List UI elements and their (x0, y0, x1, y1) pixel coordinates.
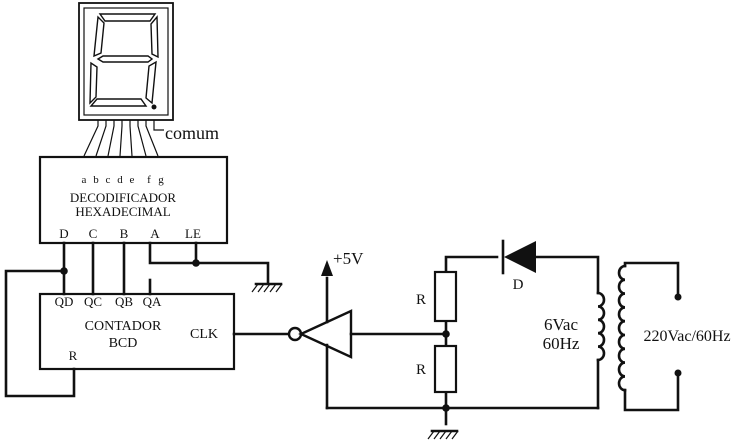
decoder-pin-a-label: a (82, 174, 87, 186)
common-pin-label: comum (165, 123, 219, 143)
counter-reset-label: R (69, 348, 78, 363)
ground-icon-supply (427, 429, 459, 440)
junction-divider (442, 330, 450, 338)
counter-output-qd-label: QD (55, 294, 74, 309)
decoder-input-labels: D C B A LE (59, 226, 201, 241)
decoder-pin-g-label: g (158, 174, 164, 186)
segment-c-icon (145, 60, 157, 105)
diode-icon (501, 239, 536, 275)
decoder-input-d-label: D (59, 226, 68, 241)
counter-title-line1: CONTADOR (85, 319, 162, 334)
segment-f-icon (93, 15, 105, 58)
terminal-bottom-icon (674, 369, 682, 377)
counter-output-qc-label: QC (84, 294, 102, 309)
decoder-pin-d-label: d (117, 174, 123, 186)
segment-g-icon (96, 55, 154, 63)
segment-e-icon (89, 61, 98, 105)
decoder-input-b-label: B (120, 226, 129, 241)
segment-d-icon (89, 98, 148, 107)
resistor-bottom-label: R (416, 362, 426, 378)
decoder-input-c-label: C (89, 226, 98, 241)
decoder-box (38, 155, 229, 245)
seven-segment-display (78, 2, 174, 121)
counter-output-labels: QD QC QB QA (55, 294, 162, 309)
resistor-bottom-icon (433, 344, 458, 394)
junction-le (192, 259, 200, 267)
counter-box (38, 292, 236, 371)
transformer-icon (596, 261, 680, 412)
decoder-pin-f-label: f (147, 174, 151, 186)
ground-icon-logic (251, 282, 283, 293)
diode-label: D (513, 277, 524, 293)
primary-voltage-label: 220Vac/60Hz (643, 328, 730, 345)
decoder-segment-pin-labels: a b c d e f g (82, 174, 165, 186)
decoder-input-a-label: A (150, 226, 160, 241)
decoder-pin-b-label: b (93, 174, 99, 186)
decoder-title-line2: HEXADECIMAL (75, 204, 170, 219)
vcc-label: +5V (333, 249, 364, 268)
counter-output-qb-label: QB (115, 294, 133, 309)
secondary-voltage-label: 6Vac (544, 315, 578, 334)
vcc-arrow-icon (321, 260, 333, 276)
segment-a-icon (98, 13, 157, 22)
inverter-schmitt (232, 260, 448, 410)
terminal-top-icon (674, 293, 682, 301)
junction-qd (60, 267, 68, 275)
secondary-frequency-label: 60Hz (543, 334, 580, 353)
decoder-title-line1: DECODIFICADOR (70, 190, 177, 205)
decoder-pin-e-label: e (130, 174, 135, 186)
display-pins (83, 120, 164, 157)
decoder-input-le-label: LE (185, 226, 201, 241)
resistor-top-icon (433, 270, 458, 323)
segment-b-icon (150, 15, 159, 59)
counter-output-qa-label: QA (143, 294, 162, 309)
junction-ground (442, 404, 450, 412)
resistor-top-label: R (416, 292, 426, 308)
counter-title-line2: BCD (109, 336, 138, 351)
decoder-pin-c-label: c (106, 174, 111, 186)
counter-clk-label: CLK (190, 327, 218, 342)
decimal-point-icon (151, 104, 157, 110)
